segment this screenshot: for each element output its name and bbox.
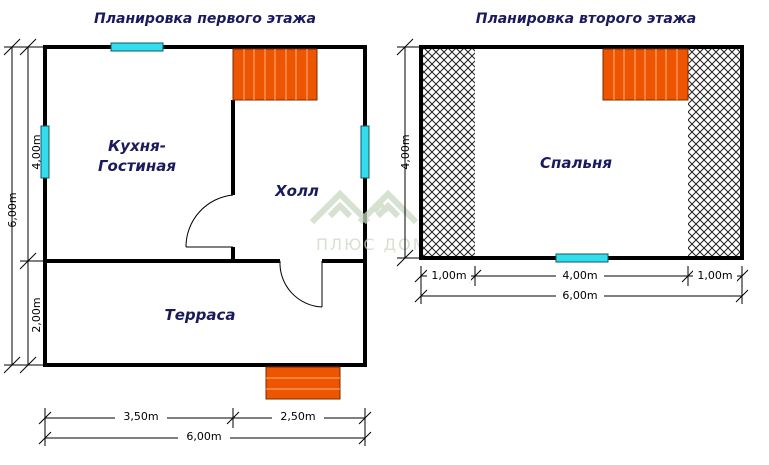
room-label-kitchen-1: Кухня- xyxy=(108,137,166,155)
dim-second-bottom-left: 1,00m xyxy=(431,269,466,282)
dim-second-left: 4,00m xyxy=(399,134,412,169)
dim-second-bottom-middle: 4,00m xyxy=(562,269,597,282)
dim-bottom-left: 3,50m xyxy=(123,410,158,423)
dim-left-lower: 2,00m xyxy=(30,297,43,332)
second-floor-left-dims xyxy=(396,38,421,267)
first-floor-title: Планировка первого этажа xyxy=(94,11,316,27)
door-kitchen xyxy=(185,194,234,248)
room-label-kitchen-2: Гостиная xyxy=(98,157,176,175)
dim-left-total: 6,00m xyxy=(6,192,19,227)
room-label-bedroom: Спальня xyxy=(540,154,612,172)
window-top xyxy=(110,42,164,52)
dim-bottom-right: 2,50m xyxy=(280,410,315,423)
first-floor-left-dims xyxy=(3,38,45,374)
stairs-first-floor xyxy=(232,48,318,101)
watermark-text: ПЛЮС ДОМ xyxy=(316,235,429,254)
window-bedroom xyxy=(555,253,609,263)
room-label-terrace: Терраса xyxy=(164,306,235,324)
door-terrace xyxy=(279,260,323,308)
dim-second-bottom-total: 6,00m xyxy=(562,289,597,302)
watermark-logo: ПЛЮС ДОМ xyxy=(309,189,429,254)
second-floor-title: Планировка второго этажа xyxy=(476,11,697,27)
second-floor-plan: Спальня 4,00m 1,00m 4,00m xyxy=(396,38,749,304)
first-floor-plan: Кухня- Гостиная Холл Терраса ПЛЮС ДОМ 6,… xyxy=(3,38,429,446)
dim-bottom-total: 6,00m xyxy=(186,430,221,443)
dim-left-upper: 4,00m xyxy=(30,134,43,169)
first-floor-outer-wall xyxy=(43,45,367,367)
window-left xyxy=(40,125,50,179)
stairs-second-floor xyxy=(602,48,689,101)
hatched-area-right xyxy=(688,49,740,256)
hatched-area-left xyxy=(423,49,475,256)
window-right xyxy=(360,125,370,179)
entrance-steps xyxy=(265,366,341,400)
room-label-hall: Холл xyxy=(274,182,319,200)
dim-second-bottom-right: 1,00m xyxy=(697,269,732,282)
